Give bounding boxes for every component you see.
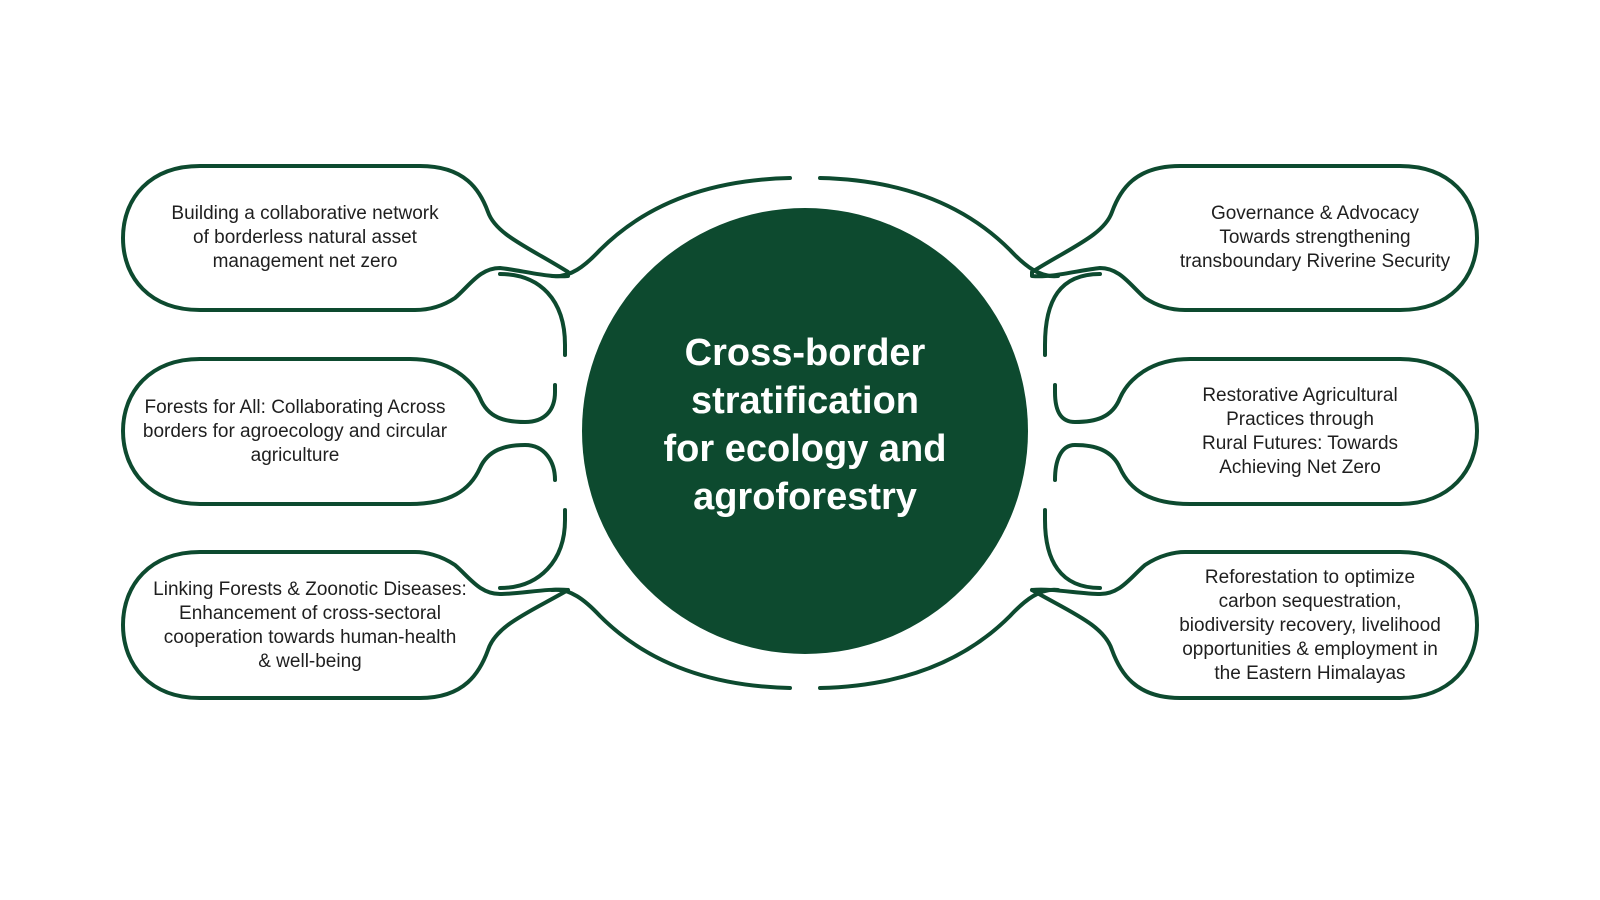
node-left-bottom: Linking Forests & Zoonotic Diseases: Enh…: [153, 579, 467, 672]
node-right-bottom: Reforestation to optimize carbon sequest…: [1179, 567, 1441, 684]
connector-right-top-mid: [1043, 272, 1102, 357]
node-left-top: Building a collaborative network of bord…: [171, 203, 439, 272]
arc-top-left: [550, 176, 792, 279]
node-left-mid: Forests for All: Collaborating Across bo…: [142, 397, 448, 466]
connector-left-top-mid: [498, 272, 567, 357]
pill-right-bottom: [1030, 550, 1479, 700]
pill-left-mid: [198, 357, 557, 424]
pill-left-bottom: [121, 550, 570, 700]
pill-left-top: [121, 164, 570, 312]
connector-left-mid-bottom: [498, 508, 567, 590]
pill-right-top: [1030, 164, 1479, 312]
node-right-top: Governance & Advocacy Towards strengthen…: [1179, 203, 1451, 272]
center-circle: [582, 208, 1028, 654]
pill-right-mid-lower: [1053, 357, 1479, 506]
pill-right-mid: [1053, 357, 1402, 424]
arc-bottom-right: [818, 587, 1060, 690]
arc-bottom-left: [550, 587, 792, 690]
connector-right-mid-bottom: [1043, 508, 1102, 590]
node-right-mid: Restorative Agricultural Practices throu…: [1201, 385, 1399, 478]
pill-left-mid-lower: [121, 357, 557, 506]
center-title: Cross-border stratification for ecology …: [663, 332, 947, 518]
